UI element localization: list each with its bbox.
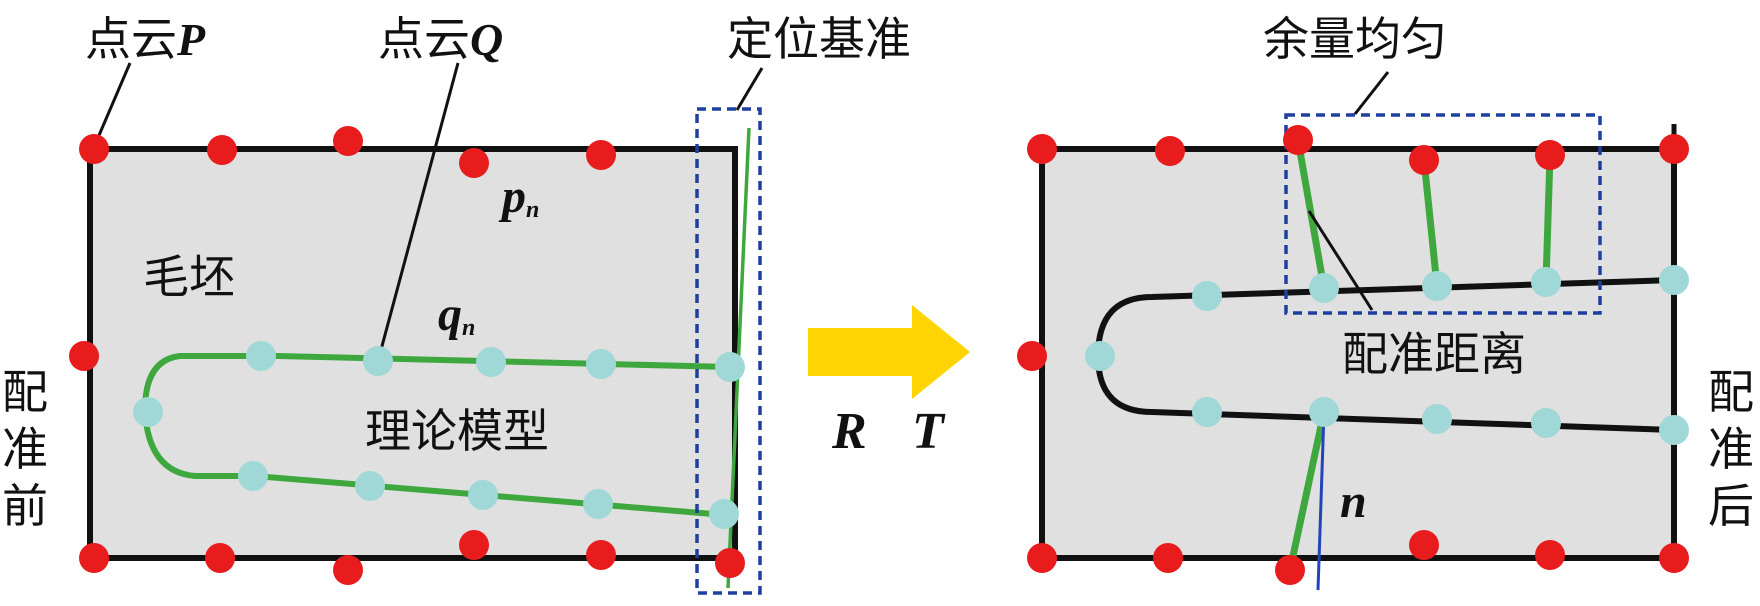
leader-uniform-allowance	[1353, 71, 1390, 115]
point-cloud-q-left	[133, 341, 745, 529]
label-transform-r: R	[831, 403, 867, 460]
label-cloud-q: 点云Q	[378, 12, 503, 66]
point-p	[1153, 543, 1183, 573]
point-q	[1659, 415, 1689, 445]
point-p	[586, 540, 616, 570]
point-p	[79, 543, 109, 573]
point-q	[583, 489, 613, 519]
label-after-2: 准	[1708, 422, 1754, 476]
point-p	[1155, 136, 1185, 166]
label-datum: 定位基准	[727, 12, 911, 66]
point-p	[1027, 134, 1057, 164]
point-p	[333, 126, 363, 156]
point-p	[715, 548, 745, 578]
point-p	[69, 341, 99, 371]
label-pn: pn	[498, 170, 539, 223]
point-q	[586, 349, 616, 379]
point-q	[709, 499, 739, 529]
uniform-allowance-box	[1284, 113, 1602, 315]
registration-distance-lines	[1286, 139, 1554, 571]
point-cloud-p-left	[69, 126, 745, 585]
point-p	[207, 135, 237, 165]
after-panel: 余量均匀 配准距离 n 配 准 后	[1017, 12, 1754, 591]
transform-arrow-group: R T	[808, 305, 970, 460]
leader-cloud-p	[92, 62, 132, 148]
point-q	[363, 346, 393, 376]
point-p	[459, 148, 489, 178]
point-p	[586, 140, 616, 170]
point-q	[1192, 281, 1222, 311]
label-after-3: 后	[1708, 479, 1754, 533]
label-cloud-p: 点云P	[85, 12, 206, 66]
point-q	[1192, 397, 1222, 427]
leader-reg-distance	[1307, 210, 1374, 311]
distance-line	[1286, 411, 1328, 571]
label-normal: n	[1340, 475, 1367, 528]
point-q	[476, 347, 506, 377]
point-q	[1422, 404, 1452, 434]
datum-dashed-box	[695, 107, 762, 595]
point-p	[459, 530, 489, 560]
point-p	[1275, 555, 1305, 585]
point-q	[133, 397, 163, 427]
point-q	[1309, 273, 1339, 303]
label-before-2: 准	[2, 422, 48, 476]
point-p	[1659, 543, 1689, 573]
point-p	[1027, 543, 1057, 573]
point-q	[715, 352, 745, 382]
point-q	[1422, 271, 1452, 301]
point-p	[205, 543, 235, 573]
point-cloud-q-right	[1085, 265, 1689, 445]
point-q	[1309, 397, 1339, 427]
blank-workpiece-right	[1039, 146, 1677, 561]
point-q	[238, 461, 268, 491]
before-panel: 点云P 点云Q 定位基准 毛坯 理论模型 pn qn 配 准 前	[2, 12, 911, 595]
point-q	[1531, 408, 1561, 438]
label-theory-model: 理论模型	[365, 404, 549, 458]
label-blank: 毛坯	[143, 250, 235, 304]
point-q	[468, 480, 498, 510]
point-p	[1659, 134, 1689, 164]
point-cloud-p-right	[1017, 125, 1689, 585]
point-p	[1535, 140, 1565, 170]
point-q	[1085, 341, 1115, 371]
leader-cloud-q	[376, 62, 460, 362]
point-p	[333, 555, 363, 585]
label-after-1: 配	[1708, 365, 1754, 419]
point-p	[1283, 125, 1313, 155]
label-reg-distance: 配准距离	[1342, 327, 1526, 381]
point-p	[1017, 341, 1047, 371]
point-q	[1659, 265, 1689, 295]
point-p	[1535, 540, 1565, 570]
distance-line	[1420, 159, 1441, 287]
point-q	[246, 341, 276, 371]
distance-line	[1542, 154, 1554, 283]
normal-vector	[1316, 411, 1326, 591]
point-p	[1409, 145, 1439, 175]
leader-datum	[735, 67, 764, 111]
label-before-3: 前	[2, 479, 48, 533]
label-before-1: 配	[2, 365, 48, 419]
point-q	[355, 471, 385, 501]
point-q	[1531, 267, 1561, 297]
point-p	[1409, 530, 1439, 560]
point-p	[79, 134, 109, 164]
label-qn: qn	[438, 288, 475, 341]
label-uniform-allowance: 余量均匀	[1263, 12, 1447, 66]
transform-arrow	[808, 305, 970, 399]
label-transform-t: T	[912, 403, 946, 460]
